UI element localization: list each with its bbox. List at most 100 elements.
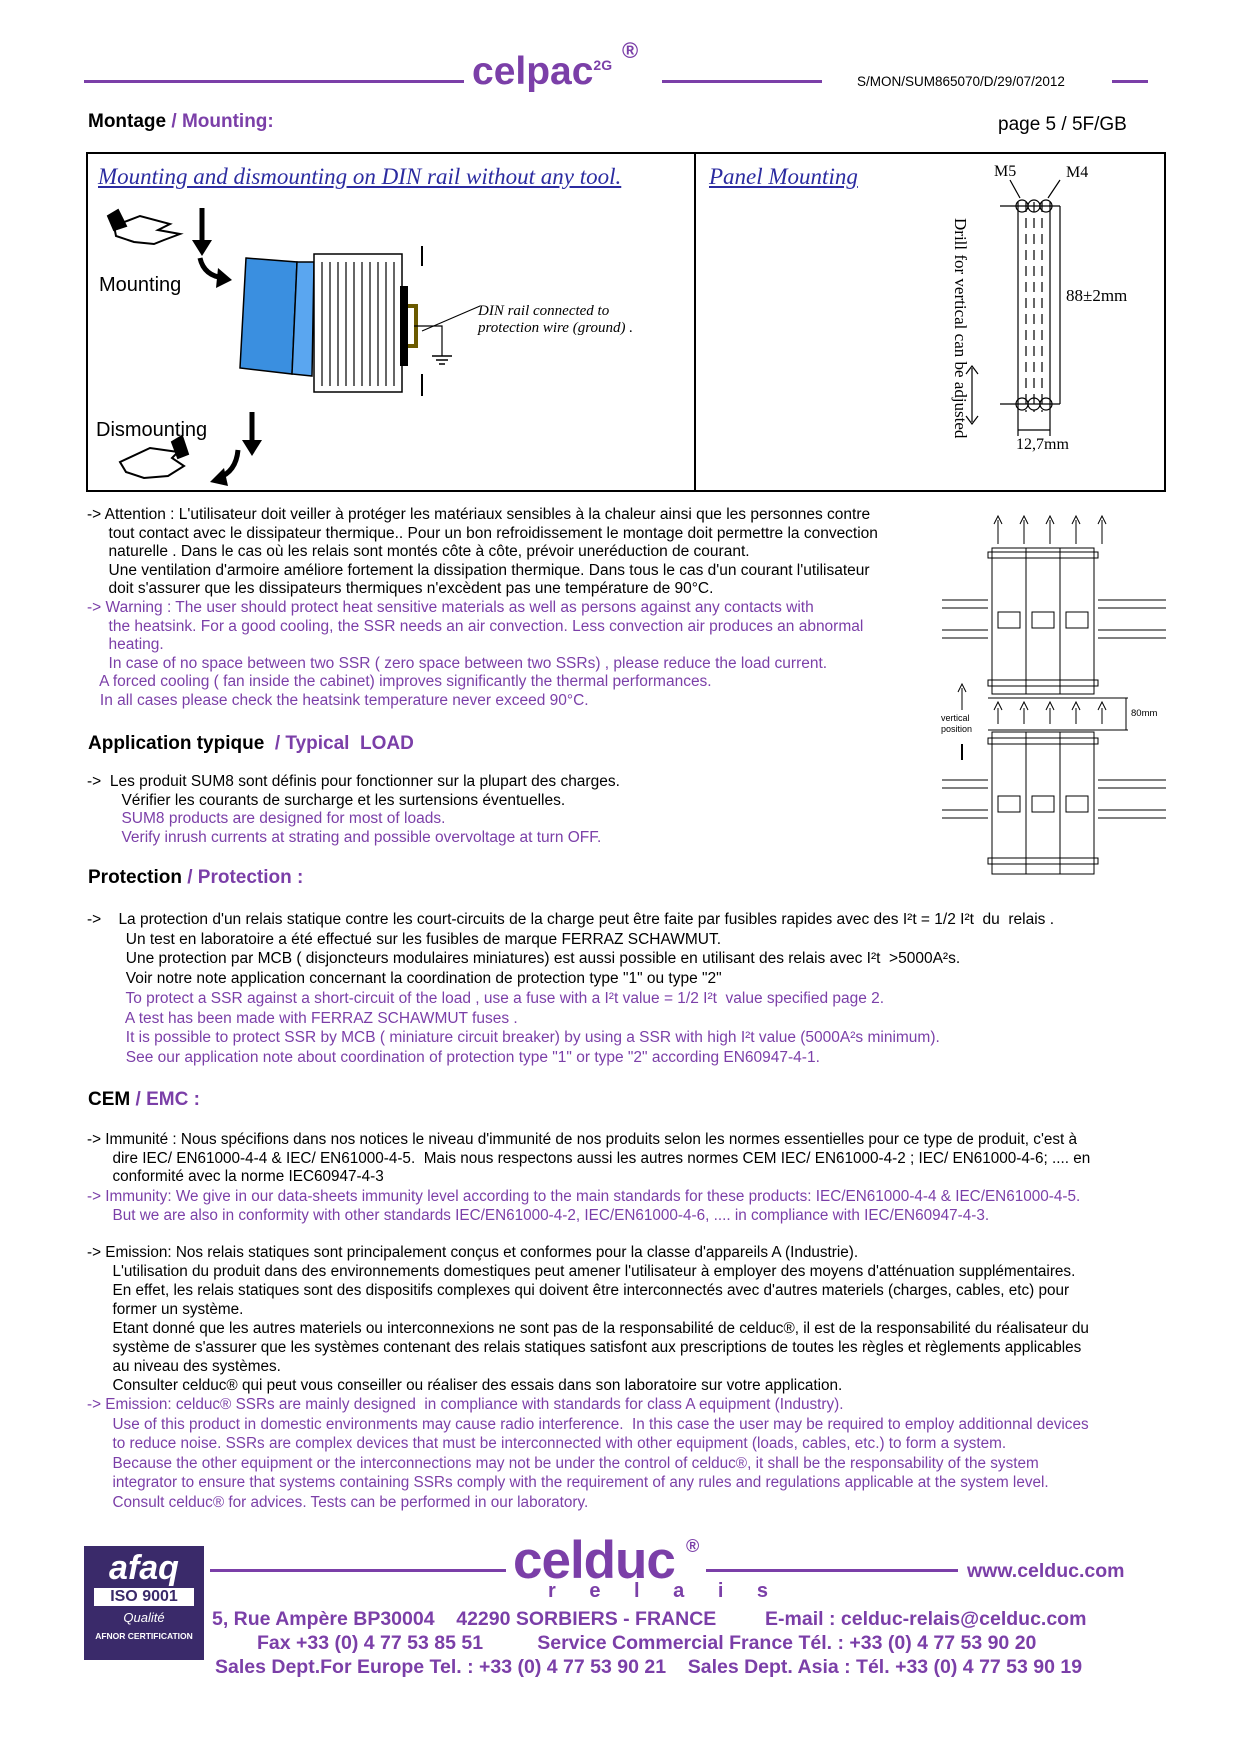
protection-heading-fr: Protection (88, 867, 182, 888)
emission-fr-line: système de s'assurer que les systèmes co… (87, 1339, 1082, 1356)
footer-relais: r e l a i s (548, 1580, 783, 1602)
protection-fr-line: Une protection par MCB ( disjoncteurs mo… (87, 950, 961, 967)
emission-en-line: to reduce noise. SSRs are complex device… (87, 1435, 1007, 1452)
attention-en-line: In all cases please check the heatsink t… (87, 691, 589, 709)
attention-fr-line: -> Attention : L'utilisateur doit veille… (87, 506, 871, 523)
heat-arrows-bottom (993, 700, 1107, 724)
attention-en-line: the heatsink. For a good cooling, the SS… (87, 617, 864, 635)
afaq-logo-text: afaq (109, 1549, 179, 1587)
immunity-en: -> Immunity: We give in our data-sheets … (87, 1188, 1080, 1225)
dimension-12-7mm: 12,7mm (1016, 436, 1069, 453)
emc-heading-fr: CEM (88, 1089, 131, 1110)
emission-en-line: Because the other equipment or the inter… (87, 1454, 1039, 1472)
protection-en-line: A test has been made with FERRAZ SCHAWMU… (87, 1009, 518, 1027)
attention-fr-line: doit s'assurer que les dissipateurs ther… (87, 580, 714, 597)
immunity-en-line: But we are also in conformity with other… (87, 1206, 990, 1224)
protection-fr-line: Un test en laboratoire a été effectué su… (87, 930, 722, 948)
header-rule-mid (662, 80, 822, 83)
emission-en-line: integrator to ensure that systems contai… (87, 1474, 1049, 1491)
spacing-80mm-label: 80mm (1131, 708, 1158, 719)
application-en-line: Verify inrush currents at strating and p… (87, 828, 602, 846)
emission-en-line: Use of this product in domestic environm… (87, 1415, 1089, 1433)
footer-sales: Sales Dept.For Europe Tel. : +33 (0) 4 7… (215, 1656, 1083, 1678)
emission-en-line: Consult celduc® for advices. Tests can b… (87, 1493, 589, 1511)
mounting-label: Mounting (99, 274, 182, 296)
heat-arrows-top (993, 514, 1107, 544)
protection-en: To protect a SSR against a short-circuit… (87, 989, 940, 1067)
immunity-fr-line: conformité avec la norme IEC60947-4-3 (87, 1168, 384, 1185)
protection-heading-en: / Protection : (181, 867, 304, 888)
panel-mounting-drawing (965, 179, 1061, 436)
relay-body (239, 246, 423, 396)
mounting-heading-en: / Mounting: (166, 111, 274, 132)
din-rail-illustration (106, 208, 481, 486)
afaq-iso-logo: afaq ISO 9001 Qualité AFNOR CERTIFICATIO… (84, 1546, 204, 1660)
attention-fr-line: tout contact avec le dissipateur thermiq… (87, 524, 878, 542)
m5-label: M5 (994, 163, 1017, 180)
emc-heading: CEM / EMC : (88, 1089, 200, 1111)
vertical-position-label-1: vertical (941, 713, 970, 723)
mounting-figure-divider (694, 152, 696, 492)
application-fr: -> Les produit SUM8 sont définis pour fo… (87, 773, 620, 810)
application-heading-en: / Typical LOAD (269, 733, 414, 754)
attention-en: -> Warning : The user should protect hea… (87, 599, 863, 710)
dimension-88mm: 88±2mm (1066, 286, 1128, 305)
attention-fr-line: naturelle . Dans le cas où les relais so… (87, 543, 750, 560)
protection-fr-line: -> La protection d'un relais statique co… (87, 911, 1055, 928)
emission-fr: -> Emission: Nos relais statiques sont p… (87, 1243, 1089, 1395)
emc-heading-en: / EMC : (130, 1089, 200, 1110)
header-brand-sup: 2G (593, 57, 613, 73)
immunity-fr-line: dire IEC/ EN61000-4-4 & IEC/ EN61000-4-5… (87, 1149, 1091, 1167)
footer-fax: Fax +33 (0) 4 77 53 85 51 Service Commer… (257, 1632, 1037, 1654)
emission-en: -> Emission: celduc® SSRs are mainly des… (87, 1395, 1089, 1512)
immunity-fr: -> Immunité : Nous spécifions dans nos n… (87, 1131, 1090, 1187)
footer-rule-right (706, 1569, 958, 1572)
attention-fr-line: Une ventilation d'armoire améliore forte… (87, 561, 870, 579)
protection-fr: -> La protection d'un relais statique co… (87, 910, 1054, 988)
attention-en-line: -> Warning : The user should protect hea… (87, 599, 814, 616)
emission-fr-line: former un système. (87, 1301, 244, 1318)
protection-fr-line: Voir notre note application concernant l… (87, 969, 722, 987)
vertical-position-label-2: position (941, 724, 973, 734)
header-brand: celpac2G (472, 50, 612, 94)
footer-website-link[interactable]: www.celduc.com (967, 1560, 1125, 1582)
attention-en-line: A forced cooling ( fan inside the cabine… (87, 673, 712, 690)
emission-en-line: -> Emission: celduc® SSRs are mainly des… (87, 1396, 844, 1413)
m4-label: M4 (1066, 164, 1089, 181)
page-number: page 5 / 5F/GB (998, 114, 1127, 135)
protection-en-line: See our application note about coordinat… (87, 1048, 820, 1066)
application-en: SUM8 products are designed for most of l… (87, 810, 601, 847)
immunity-fr-line: -> Immunité : Nous spécifions dans nos n… (87, 1131, 1078, 1148)
afaq-iso-text: ISO 9001 (94, 1588, 194, 1606)
afaq-qualite-text: Qualité (123, 1610, 165, 1625)
application-heading-fr: Application typique (88, 733, 270, 754)
header-brand-text: celpac (472, 50, 594, 93)
attention-en-line: In case of no space between two SSR ( ze… (87, 654, 828, 672)
emission-fr-line: En effet, les relais statiques sont des … (87, 1282, 1070, 1299)
din-rail-title: Mounting and dismounting on DIN rail wit… (98, 164, 622, 189)
protection-en-line: It is possible to protect SSR by MCB ( m… (87, 1029, 940, 1046)
application-heading: Application typique / Typical LOAD (88, 733, 414, 755)
attention-en-line: heating. (87, 636, 164, 653)
document-reference: S/MON/SUM865070/D/29/07/2012 (857, 74, 1065, 89)
mounting-heading: Montage / Mounting: (88, 111, 274, 133)
application-en-line: SUM8 products are designed for most of l… (87, 810, 446, 827)
mounting-heading-fr: Montage (88, 111, 167, 132)
footer-brand: celduc (513, 1531, 676, 1590)
header-reg: ® (622, 38, 639, 63)
mounting-figure-box (86, 152, 1166, 492)
immunity-en-line: -> Immunity: We give in our data-sheets … (87, 1188, 1081, 1205)
protection-en-line: To protect a SSR against a short-circuit… (87, 990, 885, 1007)
footer-address: 5, Rue Ampère BP30004 42290 SORBIERS - F… (212, 1608, 1087, 1630)
dismounting-label: Dismounting (96, 419, 208, 441)
footer-brand-reg: ® (686, 1536, 700, 1556)
protection-heading: Protection / Protection : (88, 867, 303, 889)
header-rule-left (84, 80, 464, 83)
din-rail-note-2: protection wire (ground) . (478, 320, 633, 336)
din-rail-note-1: DIN rail connected to (478, 303, 610, 319)
emission-fr-line: L'utilisation du produit dans des enviro… (87, 1263, 1076, 1280)
afaq-afnor-text: AFNOR CERTIFICATION (95, 1631, 193, 1641)
emission-fr-line: Consulter celduc® qui peut vous conseill… (87, 1377, 843, 1394)
emission-fr-line: -> Emission: Nos relais statiques sont p… (87, 1244, 859, 1261)
attention-fr: -> Attention : L'utilisateur doit veille… (87, 506, 878, 599)
